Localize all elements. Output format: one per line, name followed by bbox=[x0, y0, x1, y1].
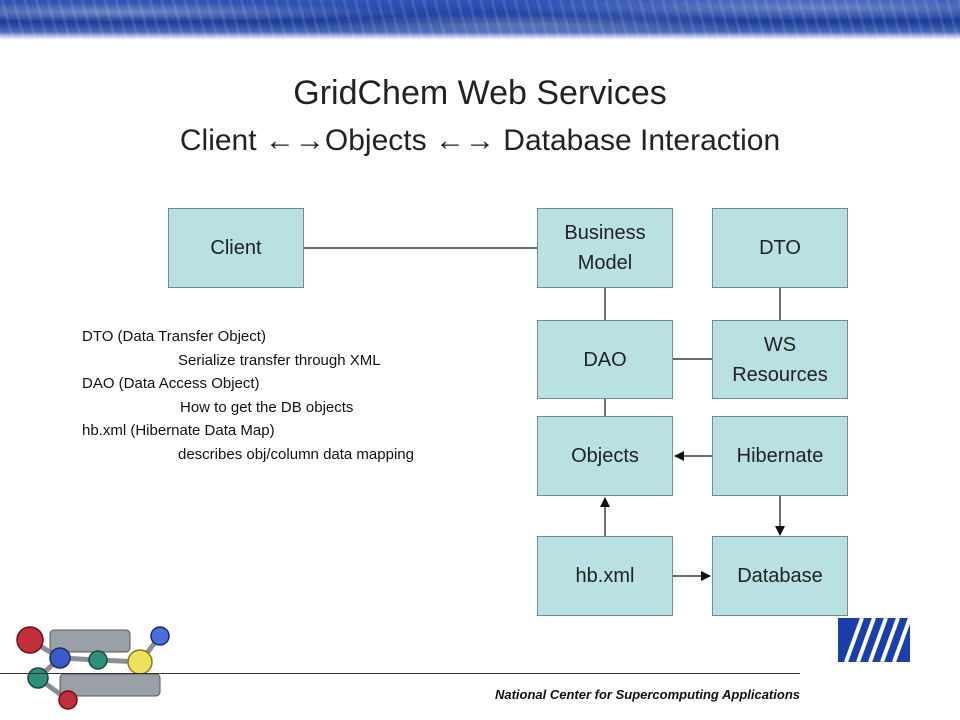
client-box: Client bbox=[168, 208, 304, 288]
note-dao-detail: How to get the DB objects bbox=[180, 398, 354, 416]
hibernate-box: Hibernate bbox=[712, 416, 848, 496]
ws-resources-box: WS Resources bbox=[712, 320, 848, 399]
note-dao: DAO (Data Access Object) bbox=[82, 375, 260, 392]
dto-box: DTO bbox=[712, 208, 848, 288]
slide-title: GridChem Web Services bbox=[293, 74, 667, 112]
note-hbxml-detail: describes obj/column data mapping bbox=[178, 445, 414, 463]
note-dto: DTO (Data Transfer Object) bbox=[82, 328, 266, 345]
dao-box: DAO bbox=[537, 320, 673, 399]
objects-box: Objects bbox=[537, 416, 673, 496]
note-hbxml: hb.xml (Hibernate Data Map) bbox=[82, 422, 275, 439]
ncsa-stripes-icon bbox=[838, 617, 912, 663]
hbxml-box: hb.xml bbox=[537, 536, 673, 616]
business-model-box: Business Model bbox=[537, 208, 673, 288]
note-dto-detail: Serialize transfer through XML bbox=[178, 351, 381, 369]
footer-rule bbox=[0, 673, 800, 674]
slide-subtitle: Client ←→Objects ←→ Database Interaction bbox=[179, 124, 781, 157]
banner-fade bbox=[0, 32, 960, 40]
ncsa-logo bbox=[810, 614, 944, 714]
top-banner bbox=[0, 0, 960, 40]
footer-organization: National Center for Supercomputing Appli… bbox=[494, 687, 800, 702]
gridchem-logo bbox=[16, 626, 170, 710]
database-box: Database bbox=[712, 536, 848, 616]
definitions-notes: DTO (Data Transfer Object) Serialize tra… bbox=[82, 325, 414, 466]
